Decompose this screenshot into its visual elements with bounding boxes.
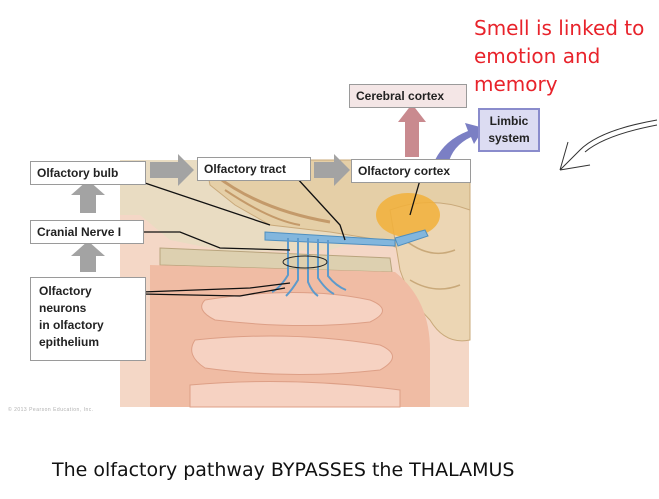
leader-lines bbox=[135, 176, 421, 297]
olfactory-tract-label: Olfactory tract bbox=[197, 157, 311, 181]
neurons-line4: epithelium bbox=[39, 335, 100, 349]
limbic-system-line1: Limbic bbox=[489, 114, 529, 128]
arrow-neurons-to-nerve bbox=[71, 241, 105, 272]
neurons-line2: neurons bbox=[39, 301, 87, 315]
limbic-system-line2: system bbox=[488, 131, 530, 145]
neurons-line3: in olfactory bbox=[39, 318, 104, 332]
cerebral-cortex-label: Cerebral cortex bbox=[349, 84, 467, 108]
limbic-system-label: Limbic system bbox=[478, 108, 540, 152]
copyright-text: © 2013 Pearson Education, Inc. bbox=[8, 407, 94, 413]
arrow-bulb-to-tract bbox=[150, 154, 194, 186]
cranial-nerve-label: Cranial Nerve I bbox=[30, 220, 144, 244]
pointer-arrow-icon bbox=[559, 119, 658, 171]
olfactory-neurons-label: Olfactory neurons in olfactory epitheliu… bbox=[30, 277, 146, 361]
note-line3: memory bbox=[474, 72, 558, 96]
neurons-line1: Olfactory bbox=[39, 284, 92, 298]
olfactory-bulb-label: Olfactory bulb bbox=[30, 161, 146, 185]
arrow-tract-to-cortex bbox=[314, 154, 350, 186]
olfactory-cortex-label: Olfactory cortex bbox=[351, 159, 471, 183]
note-line1: Smell is linked to bbox=[474, 16, 645, 40]
pointer-arrow-outline bbox=[584, 124, 658, 153]
note-line2: emotion and bbox=[474, 44, 601, 68]
arrow-nerve-to-bulb bbox=[71, 180, 105, 213]
olfactory-nerve-structure bbox=[264, 229, 429, 297]
arrow-to-limbic-system bbox=[435, 123, 484, 165]
slide-caption: The olfactory pathway BYPASSES the THALA… bbox=[52, 459, 515, 481]
pathway-arrows bbox=[71, 154, 350, 272]
annotation-note: Smell is linked to emotion and memory bbox=[474, 14, 659, 98]
nasal-cavity-illustration bbox=[120, 159, 471, 408]
arrow-to-cerebral-cortex bbox=[398, 104, 426, 157]
